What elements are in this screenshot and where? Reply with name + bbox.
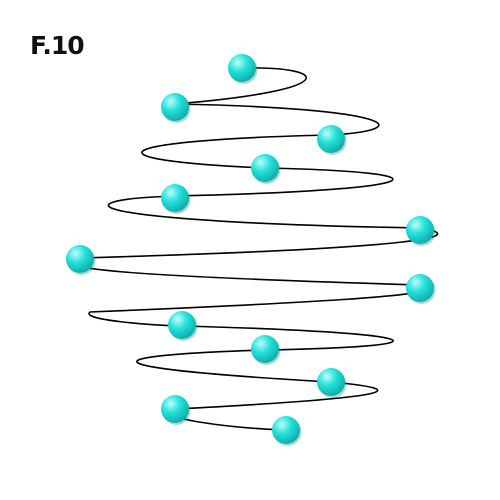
figure-label: F.10 <box>30 31 85 60</box>
bead-13 <box>272 416 300 444</box>
bead-8 <box>406 274 434 302</box>
bead-12 <box>161 395 189 423</box>
bead-6 <box>406 216 434 244</box>
bead-4 <box>251 154 279 182</box>
bead-10 <box>251 335 279 363</box>
bead-9 <box>168 311 196 339</box>
bead-11 <box>317 368 345 396</box>
bead-2 <box>161 93 189 121</box>
bead-1 <box>228 54 256 82</box>
bead-group <box>66 54 436 446</box>
bead-3 <box>317 125 345 153</box>
spiral-string <box>69 67 439 431</box>
bead-7 <box>66 245 94 273</box>
bead-5 <box>161 184 189 212</box>
